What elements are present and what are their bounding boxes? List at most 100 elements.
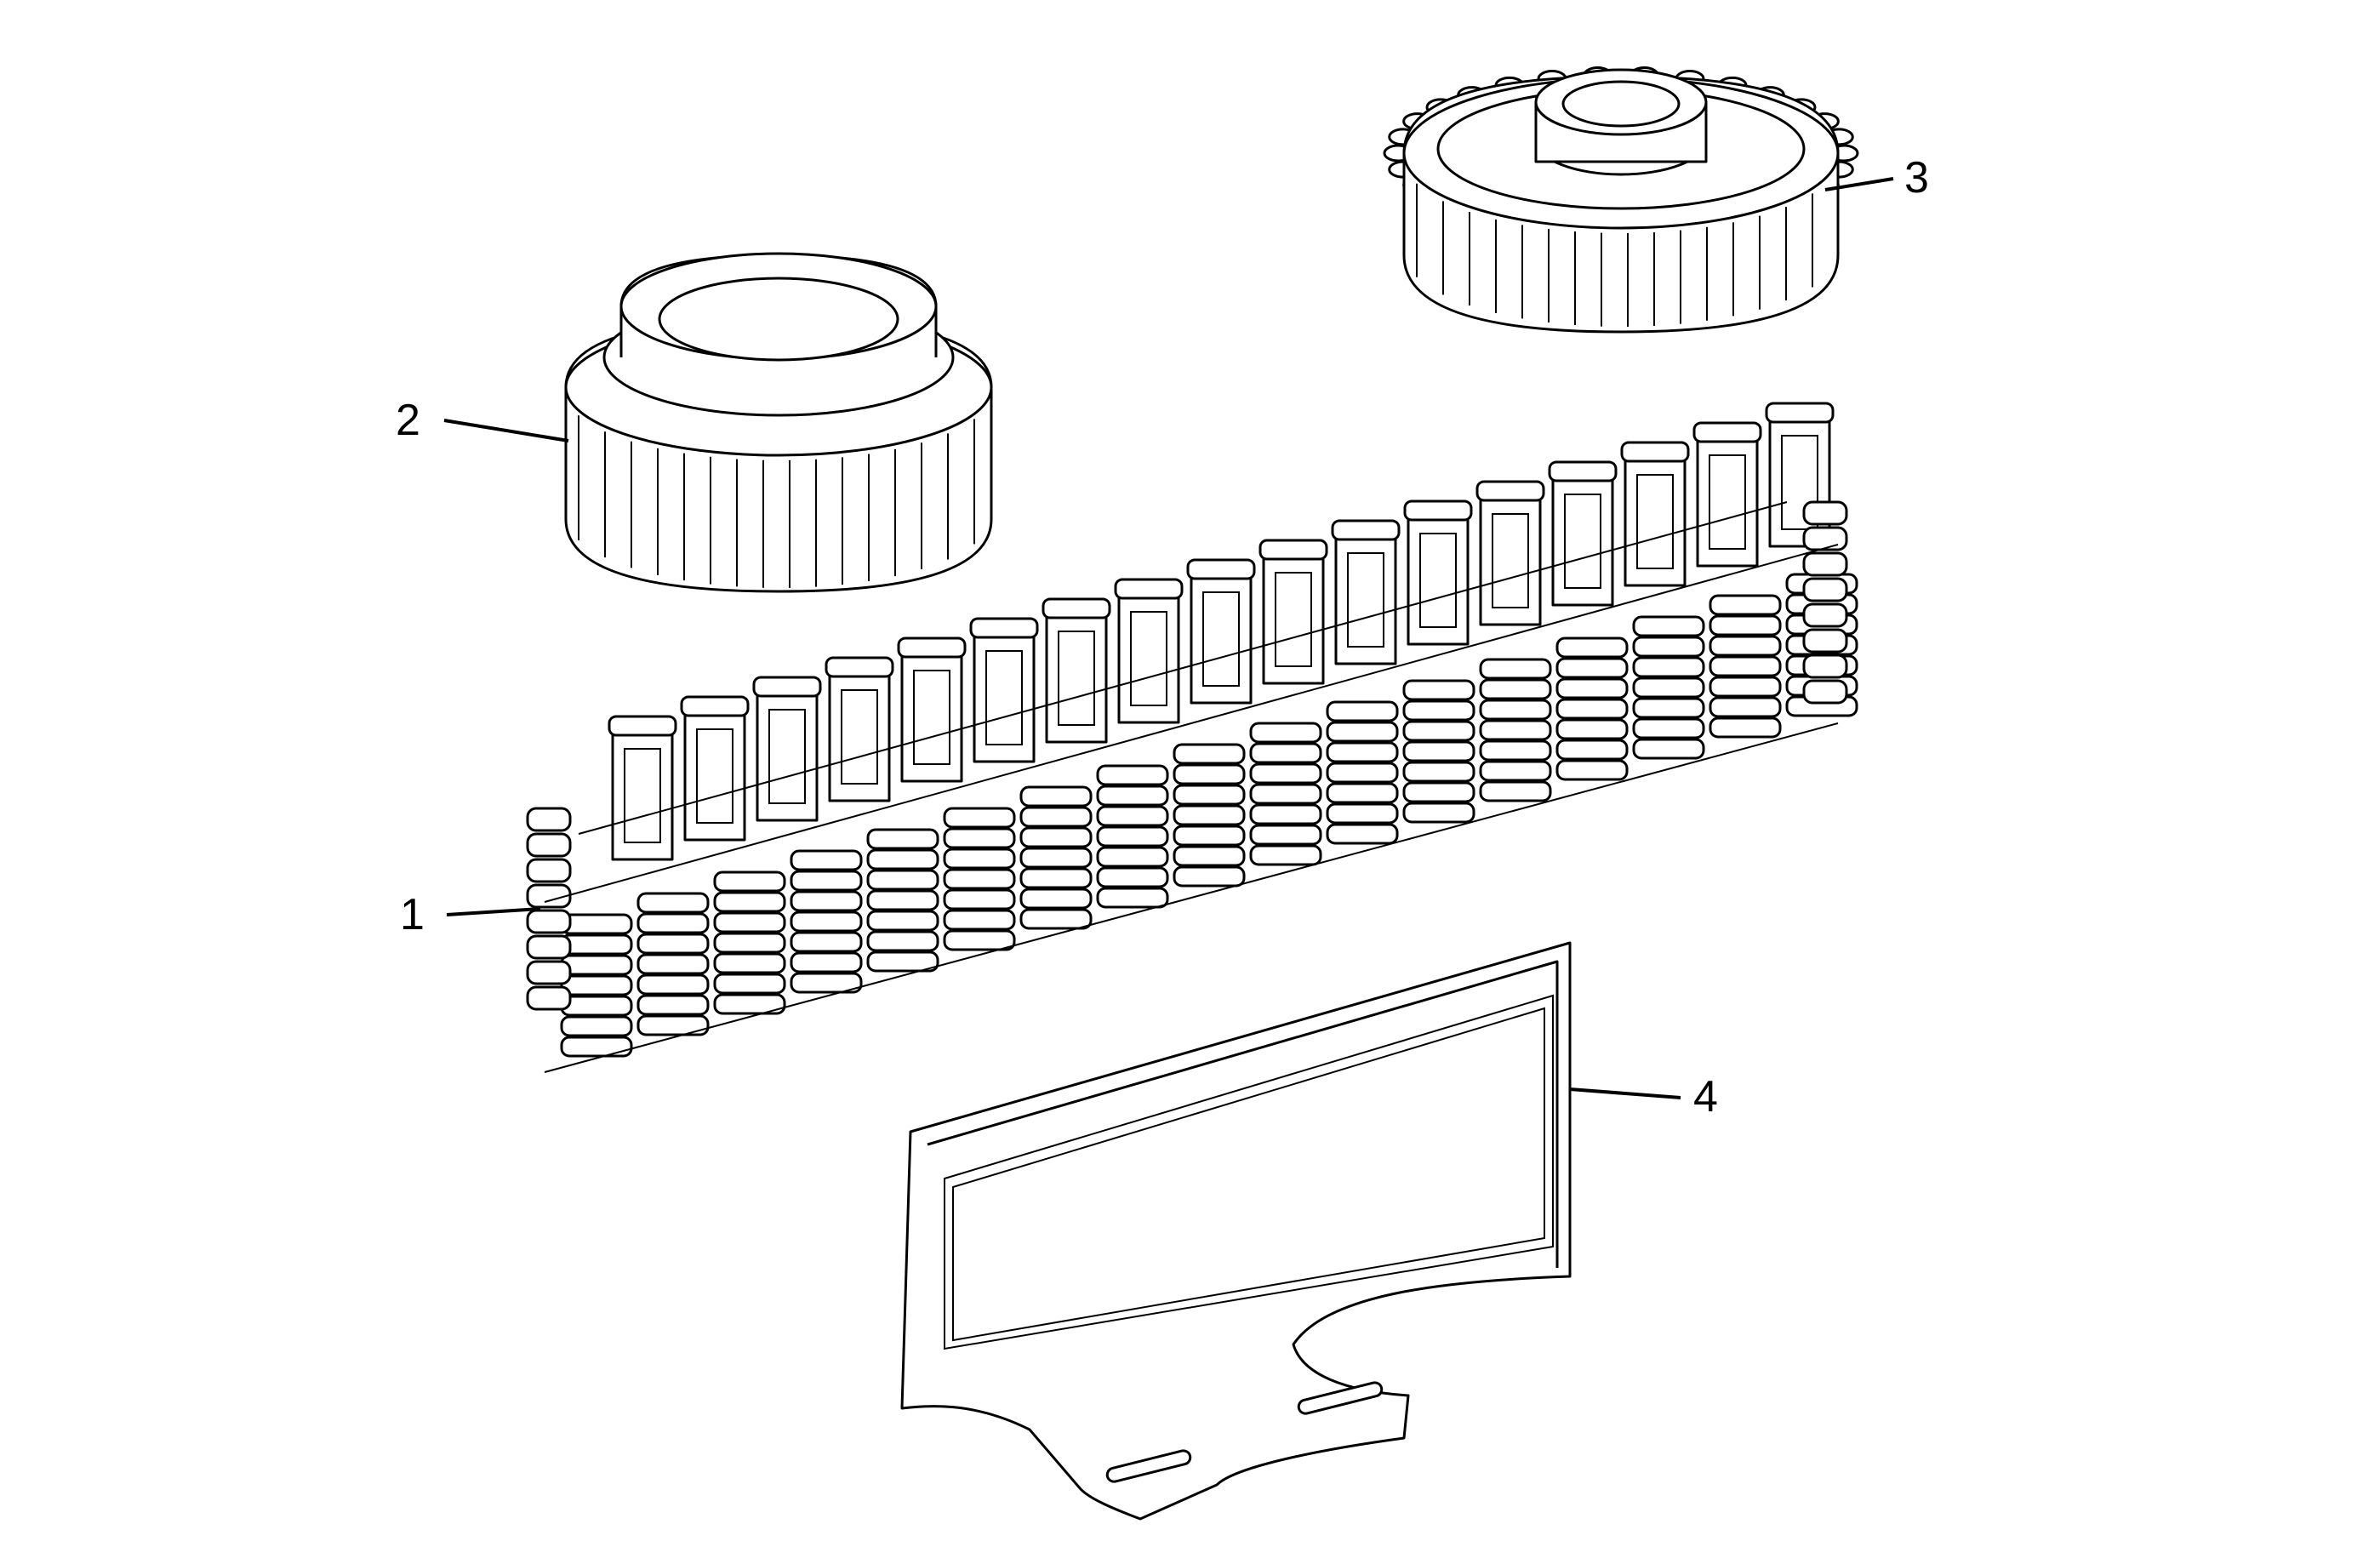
chain-plate (790, 931, 863, 953)
chain-plate (526, 985, 572, 1011)
chain-link (1258, 539, 1328, 685)
chain-plate (1709, 594, 1782, 616)
chain-plate (713, 932, 786, 954)
chain-plate (943, 868, 1016, 890)
chain-link (1403, 499, 1473, 646)
chain-plate (526, 807, 572, 832)
callout-1-label: 1 (400, 890, 425, 939)
chain-link (680, 695, 750, 842)
chain-plate (1096, 764, 1169, 786)
chain-plate (1326, 721, 1399, 743)
chain-plate (866, 950, 939, 973)
chain-link (1475, 480, 1545, 626)
callout-4: 4 (1569, 1072, 1718, 1122)
chain-plate (866, 889, 939, 911)
chain-plate (1802, 526, 1848, 551)
chain-plate (1326, 823, 1399, 845)
chain-plate (1555, 739, 1629, 761)
chain-plate (526, 883, 572, 909)
chain-plate (1479, 658, 1552, 680)
chain-plate (1249, 824, 1322, 846)
chain-plate (636, 892, 710, 914)
chain-plate (1096, 866, 1169, 888)
sprocket-3-ribs (1416, 183, 1813, 327)
chain-plate (1709, 614, 1782, 636)
chain-plate (1632, 717, 1705, 739)
chain-link (1692, 421, 1762, 568)
chain-plate (790, 972, 863, 994)
chain-plate (1555, 657, 1629, 679)
chain-plate (1096, 887, 1169, 909)
chain-plate (1555, 718, 1629, 740)
chain-plate (560, 995, 633, 1017)
chain-plate (560, 974, 633, 996)
chain-plate (1479, 739, 1552, 762)
chain-plate (1802, 551, 1848, 577)
chain-plate (1632, 738, 1705, 760)
chain-plate (526, 934, 572, 960)
chain-plate (866, 848, 939, 870)
chain-plate (1173, 825, 1246, 847)
chain-plate (1402, 802, 1475, 824)
chain-plate (1019, 785, 1093, 808)
chain-plate (1019, 847, 1093, 869)
chain-plate (713, 993, 786, 1015)
chain-plate (1555, 636, 1629, 659)
chain-plate (526, 909, 572, 934)
chain-plate (1249, 722, 1322, 744)
chain-link (1042, 597, 1111, 744)
chain-plate (560, 954, 633, 976)
chain-plate (790, 849, 863, 871)
chain-link (1186, 558, 1256, 705)
chain-plate (560, 1036, 633, 1058)
chain-plate (790, 890, 863, 912)
chain-plate (1632, 615, 1705, 637)
chain-plate (636, 953, 710, 975)
chain-plate (1249, 803, 1322, 825)
chain-plate (636, 973, 710, 996)
chain-plate (1173, 784, 1246, 806)
chain-link (1114, 578, 1184, 724)
chain-plate (1479, 699, 1552, 721)
chain-plate (1173, 763, 1246, 785)
chain-plate (1326, 762, 1399, 784)
chain-plate (1096, 805, 1169, 827)
chain-plate (790, 870, 863, 892)
chain-plate (1402, 761, 1475, 783)
chain-plate (1173, 804, 1246, 826)
chain-plate (713, 973, 786, 995)
silent-chain (526, 402, 1858, 1073)
chain-plate (1802, 500, 1848, 526)
chain-plate (636, 912, 710, 934)
chain-plate (1326, 802, 1399, 825)
chain-plate (1802, 628, 1848, 654)
chain-plate (943, 827, 1016, 849)
chain-plate (1479, 678, 1552, 700)
callout-3-label: 3 (1904, 153, 1929, 203)
chain-plate (1555, 759, 1629, 781)
chain-plate (1709, 696, 1782, 718)
callout-4-label: 4 (1693, 1072, 1718, 1122)
chain-plate (1802, 602, 1848, 628)
chain-plate (1632, 636, 1705, 658)
chain-plate (866, 930, 939, 952)
chain-plate (1326, 782, 1399, 804)
chain-plate (526, 858, 572, 883)
chain-plate (1709, 655, 1782, 677)
drive-sprocket (564, 252, 993, 593)
chain-link (1331, 519, 1401, 665)
chain-plate (636, 1014, 710, 1036)
chain-plate (1802, 577, 1848, 602)
chain-plate (1632, 676, 1705, 699)
chain-plate (1709, 676, 1782, 698)
chain-plate (1402, 740, 1475, 762)
chain-link (608, 715, 677, 861)
chain-plate (1019, 806, 1093, 828)
chain-plate (1019, 867, 1093, 889)
chain-plate (1096, 785, 1169, 807)
chain-plate (560, 913, 633, 935)
chain-links (526, 402, 1858, 1058)
chain-plate (1173, 845, 1246, 867)
chain-link (752, 676, 822, 822)
